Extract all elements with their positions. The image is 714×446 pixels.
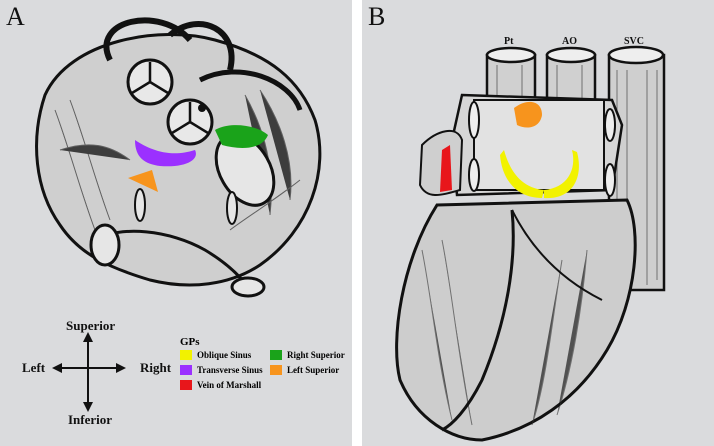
legend-label: Right Superior — [287, 350, 345, 360]
oblique-sinus-region-left — [500, 150, 544, 198]
legend-item-vein-of-marshall: Vein of Marshall — [180, 380, 261, 390]
vessel-label-svc: SVC — [624, 36, 645, 47]
compass-left: Left — [22, 360, 46, 375]
right-superior-region — [215, 125, 268, 148]
orientation-compass — [52, 332, 126, 412]
legend-item-left-superior: Left Superior — [270, 365, 339, 375]
legend-item-oblique-sinus: Oblique Sinus — [180, 350, 251, 360]
legend-label: Vein of Marshall — [197, 380, 262, 390]
compass-inferior: Inferior — [68, 412, 113, 427]
swatch-icon — [270, 350, 282, 360]
legend-item-right-superior: Right Superior — [270, 350, 345, 360]
panel-b: B Pt — [362, 0, 714, 446]
legend-label: Oblique Sinus — [197, 350, 252, 360]
vessel-label-pt: Pt — [504, 36, 514, 47]
compass-right: Right — [140, 360, 172, 375]
legend-title: GPs — [180, 336, 200, 348]
swatch-icon — [270, 365, 282, 375]
heart-posterior-drawing — [35, 17, 322, 298]
vessel-label-ao: AO — [562, 36, 577, 47]
legend-label: Transverse Sinus — [197, 365, 263, 375]
transverse-sinus-region — [135, 140, 196, 167]
compass-superior: Superior — [66, 318, 116, 333]
left-superior-region-b — [514, 101, 542, 128]
swatch-icon — [180, 350, 192, 360]
legend-item-transverse-sinus: Transverse Sinus — [180, 365, 263, 375]
heart-anterior-drawing — [395, 45, 666, 442]
swatch-icon — [180, 380, 192, 390]
panel-a-label: A — [6, 2, 25, 31]
vein-of-marshall-region — [440, 145, 452, 192]
swatch-icon — [180, 365, 192, 375]
left-superior-region-a — [128, 170, 158, 192]
panel-a: A — [0, 0, 352, 446]
legend-label: Left Superior — [287, 365, 340, 375]
panel-b-label: B — [368, 2, 386, 31]
oblique-sinus-region-right — [544, 150, 579, 199]
